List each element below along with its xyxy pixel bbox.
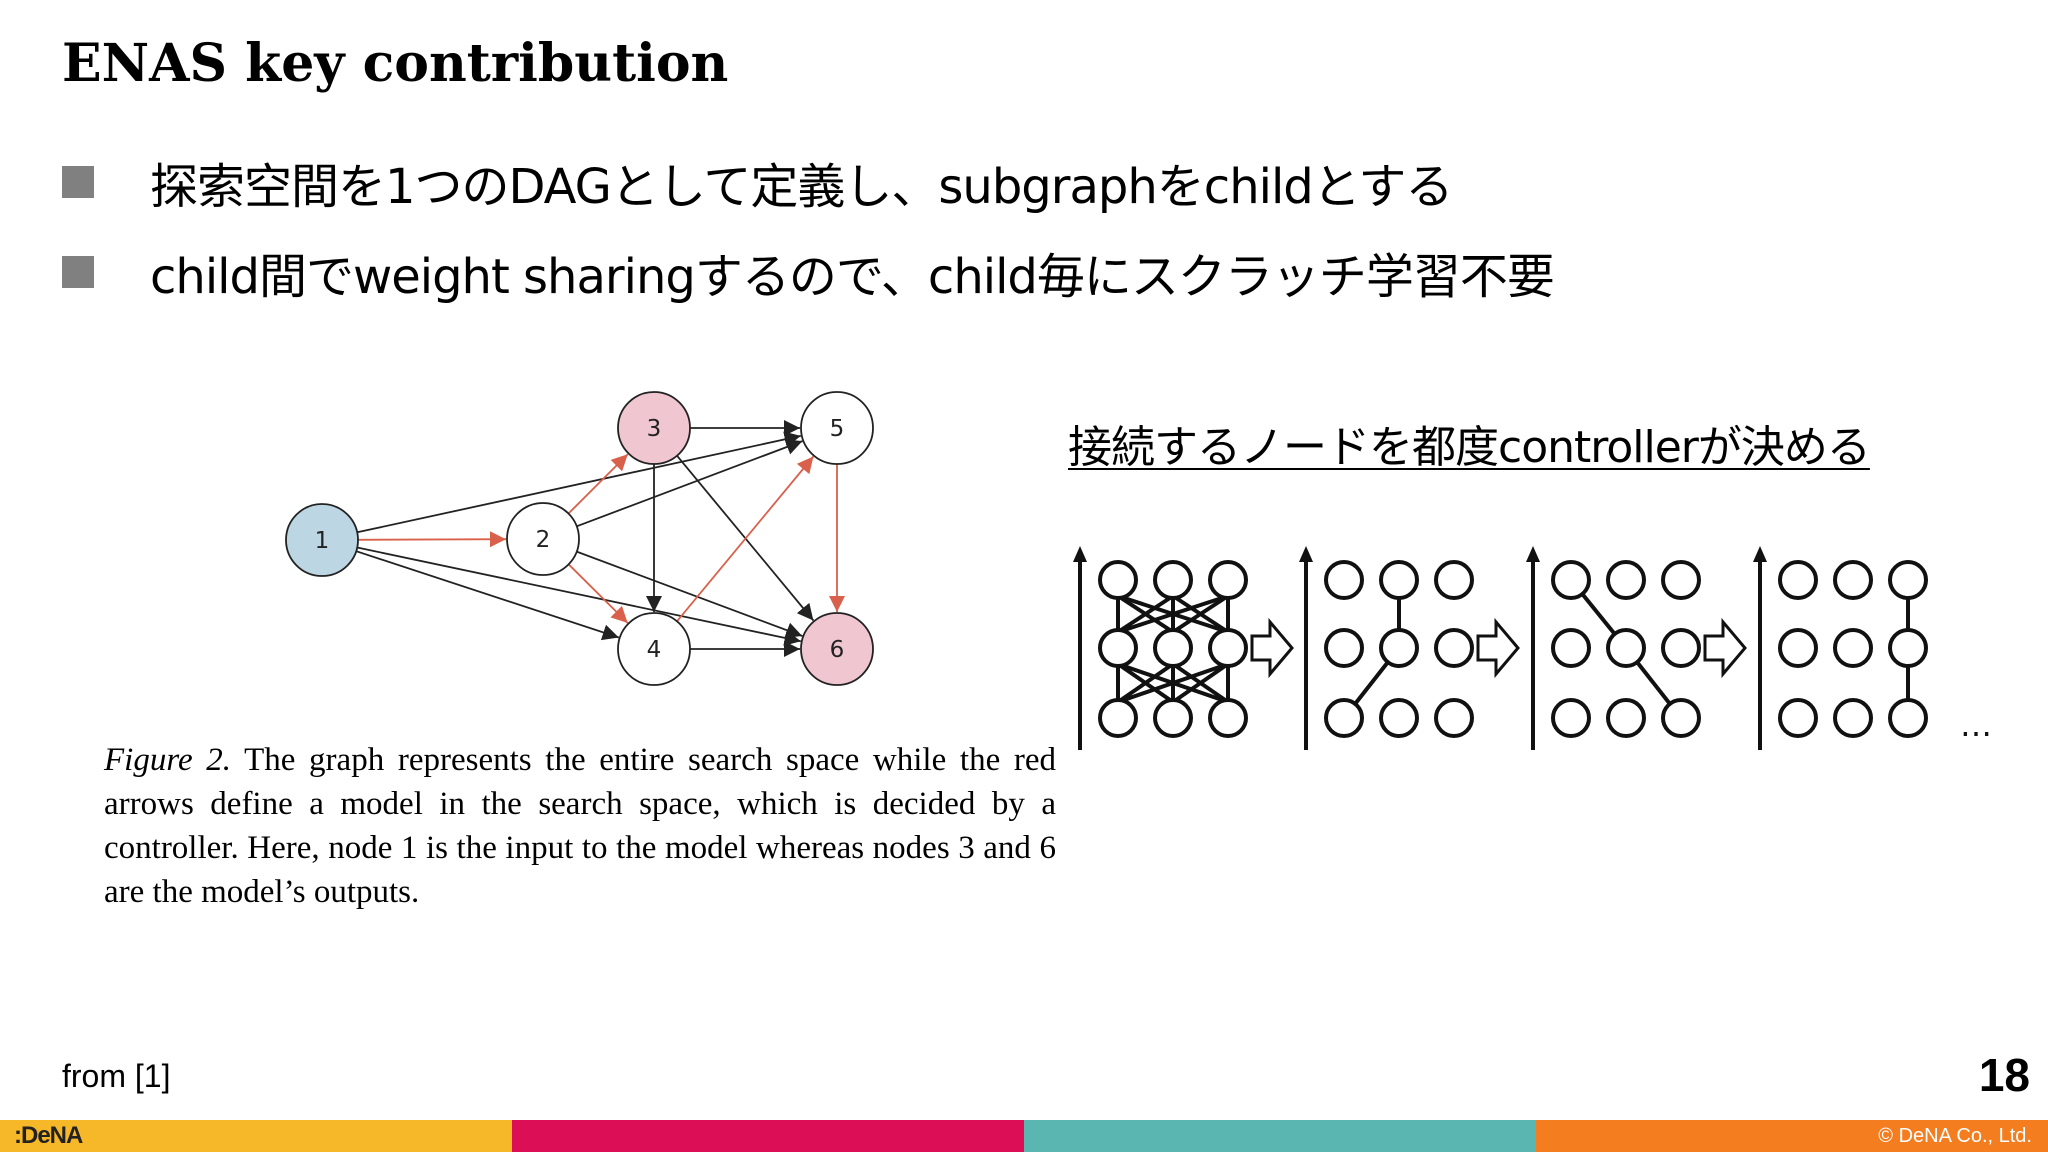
footer-segment (1024, 1120, 1536, 1152)
edge-4-5-selected (676, 455, 815, 622)
figure-caption: Figure 2. The graph represents the entir… (104, 738, 1056, 914)
dag-node-4: 4 (617, 612, 691, 686)
footer-segment (0, 1120, 512, 1152)
sampled-child-1 (1299, 546, 1474, 750)
dag-node-label: 6 (830, 637, 845, 663)
next-arrow-icon (1703, 617, 1747, 679)
caption-text: The graph represents the entire search s… (104, 742, 1057, 910)
dag-node-label: 2 (536, 527, 551, 553)
subgraph-sequence: … (1073, 546, 1992, 750)
next-arrow-icon (1250, 617, 1294, 679)
page-number: 18 (1978, 1049, 2030, 1101)
sampled-child-2 (1526, 546, 1701, 750)
bullet-text: 探索空間を1つのDAGとして定義し、subgraphをchildとする (150, 159, 1453, 215)
dena-logo: :DeNA (14, 1122, 83, 1149)
dag-node-3: 3 (617, 391, 691, 465)
edge-1-2-selected (357, 531, 507, 548)
dag-figure: 1 2 3 4 5 6 (285, 391, 874, 686)
footer-segment (512, 1120, 1024, 1152)
footer-segment (1536, 1120, 2048, 1152)
dag-node-label: 5 (830, 416, 845, 442)
edge-2-5 (576, 439, 803, 528)
dag-node-6: 6 (800, 612, 874, 686)
edge-1-4 (355, 550, 620, 641)
source-note: from [1] (62, 1058, 171, 1094)
dag-node-label: 3 (647, 416, 662, 442)
edge-2-6 (576, 550, 803, 638)
edge-2-3-selected (567, 453, 629, 515)
edge-1-5 (357, 431, 801, 534)
bullet-square-icon (62, 256, 94, 288)
bullet-text: child間でweight sharingするので、child毎にスクラッチ学習… (150, 249, 1555, 305)
caption-label: Figure 2. (104, 742, 232, 778)
bullet-item: child間でweight sharingするので、child毎にスクラッチ学習… (62, 232, 1555, 312)
bullet-square-icon (62, 166, 94, 198)
dag-node-2: 2 (506, 502, 580, 576)
bullet-item: 探索空間を1つのDAGとして定義し、subgraphをchildとする (62, 142, 1453, 222)
ellipsis-text: … (1960, 706, 1992, 744)
copyright-text: © DeNA Co., Ltd. (1878, 1125, 2032, 1147)
slide-title: ENAS key contribution (62, 33, 729, 94)
dag-node-1: 1 (285, 503, 359, 577)
edge-1-6 (357, 546, 801, 646)
dag-node-label: 1 (315, 528, 330, 554)
footer-bar (0, 1120, 2048, 1152)
full-search-space (1073, 546, 1248, 750)
sampled-child-3 (1753, 546, 1928, 750)
dag-node-label: 4 (647, 637, 662, 663)
dag-node-5: 5 (800, 391, 874, 465)
edge-2-4-selected (567, 563, 629, 624)
controller-heading: 接続するノードを都度controllerが決める (1068, 422, 1871, 473)
next-arrow-icon (1476, 617, 1520, 679)
